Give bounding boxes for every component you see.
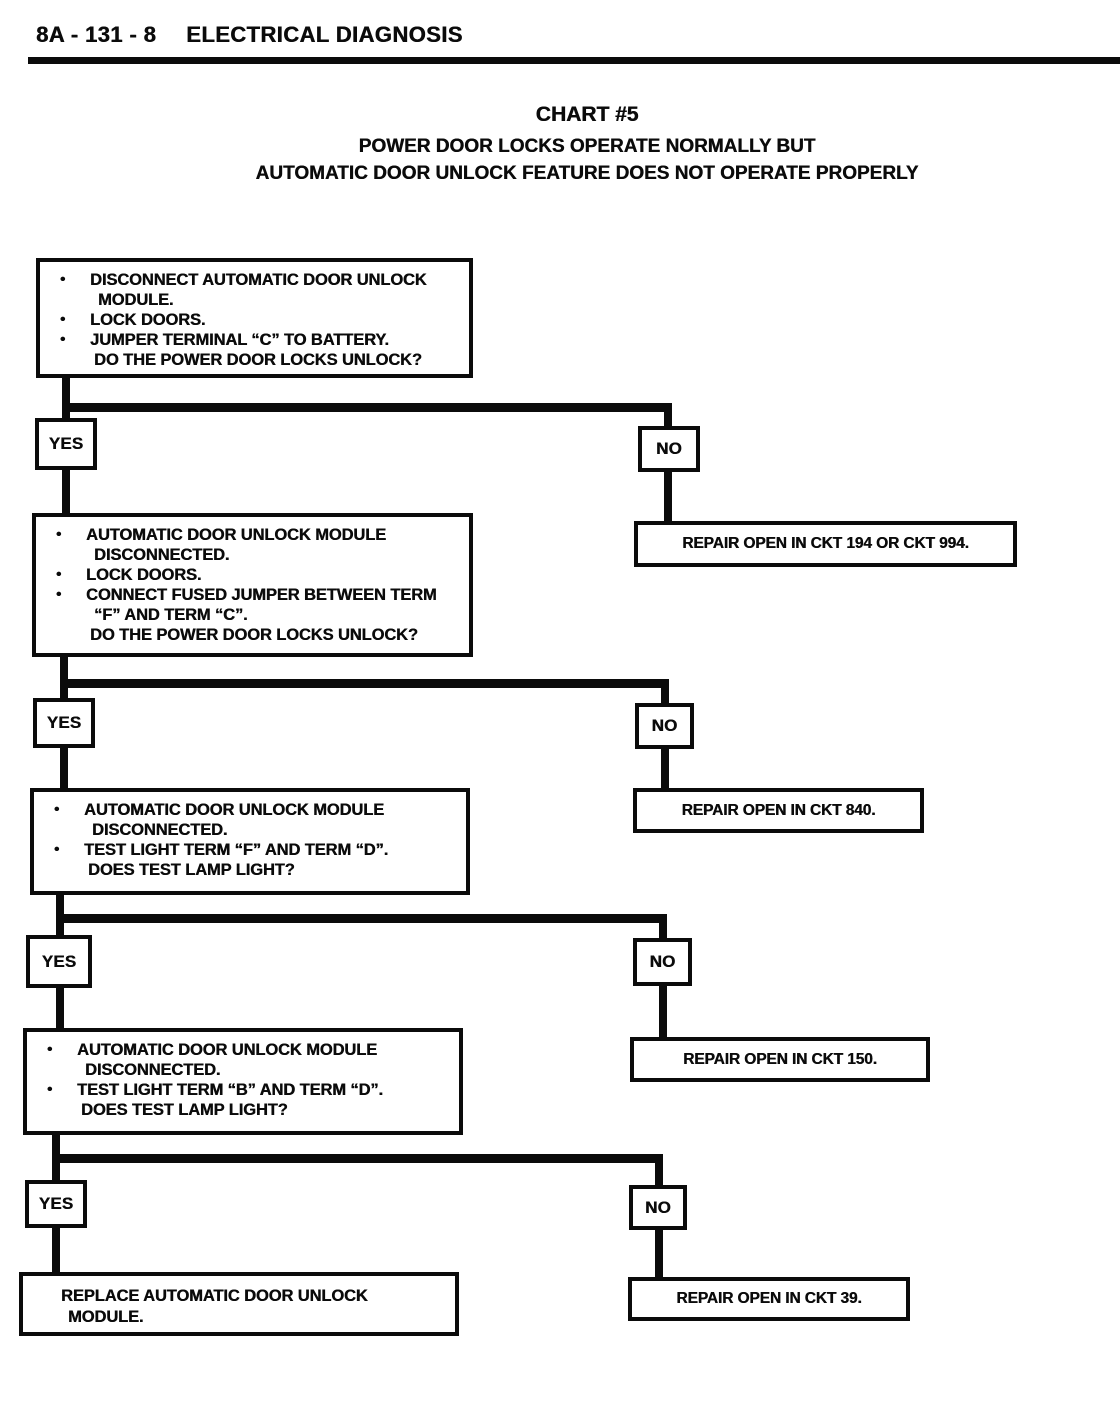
repair-text: REPAIR OPEN IN CKT 840. (681, 801, 876, 819)
step-box-2: • AUTOMATIC DOOR UNLOCK MODULE DISCONNEC… (32, 513, 473, 657)
bullet-text: LOCK DOORS. (90, 311, 206, 329)
bullet-text: TEST LIGHT TERM “F” AND TERM “D”. (84, 841, 389, 859)
no-badge-2: NO (635, 703, 694, 749)
bullet-item: • TEST LIGHT TERM “F” AND TERM “D”. (46, 840, 448, 860)
connector-line (62, 466, 70, 517)
chart-subtitle-line2: AUTOMATIC DOOR UNLOCK FEATURE DOES NOT O… (255, 163, 919, 184)
connector-line (655, 1226, 663, 1281)
chart-title: CHART #5 (535, 103, 639, 126)
no-badge-3: NO (633, 938, 692, 986)
page-header: 8A - 131 - 8 ELECTRICAL DIAGNOSIS (36, 22, 463, 48)
bullet-text: AUTOMATIC DOOR UNLOCK MODULE DISCONNECTE… (84, 801, 384, 839)
connector-line (664, 468, 672, 525)
bullet-item: • CONNECT FUSED JUMPER BETWEEN TERM “F” … (48, 585, 451, 625)
no-badge-4: NO (629, 1185, 687, 1230)
bullet-icon: • (54, 841, 60, 858)
no-badge-1: NO (638, 426, 700, 472)
header-rule (28, 57, 1120, 64)
chart-subtitle-line1: POWER DOOR LOCKS OPERATE NORMALLY BUT (358, 136, 816, 157)
bullet-text: AUTOMATIC DOOR UNLOCK MODULE DISCONNECTE… (77, 1041, 377, 1079)
page-number: 8A - 131 - 8 (36, 22, 157, 47)
bullet-text: CONNECT FUSED JUMPER BETWEEN TERM “F” AN… (86, 586, 437, 624)
bullet-item: • DISCONNECT AUTOMATIC DOOR UNLOCK MODUL… (52, 270, 451, 310)
connector-line (60, 679, 669, 688)
yes-badge-1: YES (35, 418, 97, 470)
repair-text: REPAIR OPEN IN CKT 150. (683, 1050, 877, 1068)
connector-line (60, 653, 68, 703)
bullet-item: • LOCK DOORS. (48, 565, 451, 585)
connector-line (52, 1154, 663, 1163)
final-action-text: REPLACE AUTOMATIC DOOR UNLOCK MODULE. (61, 1287, 368, 1326)
connector-line (52, 1224, 60, 1276)
bullet-icon: • (54, 801, 60, 818)
bullet-text: LOCK DOORS. (86, 566, 202, 584)
bullet-text: TEST LIGHT TERM “B” AND TERM “D”. (77, 1081, 383, 1099)
bullet-item: • AUTOMATIC DOOR UNLOCK MODULE DISCONNEC… (39, 1040, 441, 1080)
repair-box-2: REPAIR OPEN IN CKT 840. (633, 788, 924, 833)
final-action-box: REPLACE AUTOMATIC DOOR UNLOCK MODULE. (19, 1272, 459, 1336)
repair-box-3: REPAIR OPEN IN CKT 150. (630, 1037, 930, 1082)
repair-box-4: REPAIR OPEN IN CKT 39. (628, 1277, 910, 1321)
connector-line (60, 744, 68, 792)
bullet-icon: • (60, 331, 66, 348)
step-box-1: • DISCONNECT AUTOMATIC DOOR UNLOCK MODUL… (36, 258, 473, 378)
bullet-item: • AUTOMATIC DOOR UNLOCK MODULE DISCONNEC… (46, 800, 448, 840)
bullet-text: DISCONNECT AUTOMATIC DOOR UNLOCK MODULE. (90, 271, 427, 309)
bullet-icon: • (56, 566, 62, 583)
repair-box-1: REPAIR OPEN IN CKT 194 OR CKT 994. (634, 521, 1017, 567)
bullet-icon: • (60, 311, 66, 328)
bullet-item: • TEST LIGHT TERM “B” AND TERM “D”. (39, 1080, 441, 1100)
bullet-text: AUTOMATIC DOOR UNLOCK MODULE DISCONNECTE… (86, 526, 386, 564)
bullet-icon: • (47, 1081, 53, 1098)
yes-badge-2: YES (33, 698, 95, 748)
connector-line (655, 1154, 663, 1189)
connector-line (661, 679, 669, 707)
step-box-3: • AUTOMATIC DOOR UNLOCK MODULE DISCONNEC… (30, 788, 470, 895)
connector-line (659, 914, 667, 942)
bullet-item: • AUTOMATIC DOOR UNLOCK MODULE DISCONNEC… (48, 525, 451, 565)
step-question: DO THE POWER DOOR LOCKS UNLOCK? (90, 626, 418, 644)
connector-line (56, 914, 667, 923)
yes-badge-4: YES (25, 1180, 87, 1228)
step-question: DO THE POWER DOOR LOCKS UNLOCK? (94, 351, 422, 369)
bullet-text: JUMPER TERMINAL “C” TO BATTERY. (90, 331, 389, 349)
bullet-icon: • (47, 1041, 53, 1058)
connector-line (664, 403, 672, 430)
bullet-item: • LOCK DOORS. (52, 310, 451, 330)
yes-badge-3: YES (26, 935, 92, 988)
connector-line (56, 984, 64, 1032)
bullet-icon: • (60, 271, 66, 288)
step-question: DOES TEST LAMP LIGHT? (81, 1101, 288, 1119)
repair-text: REPAIR OPEN IN CKT 194 OR CKT 994. (682, 535, 969, 552)
connector-line (62, 374, 70, 422)
connector-line (659, 982, 667, 1041)
bullet-icon: • (56, 586, 62, 603)
bullet-icon: • (56, 526, 62, 543)
step-question: DOES TEST LAMP LIGHT? (88, 861, 295, 879)
bullet-item: • JUMPER TERMINAL “C” TO BATTERY. (52, 330, 451, 350)
step-box-4: • AUTOMATIC DOOR UNLOCK MODULE DISCONNEC… (23, 1028, 463, 1135)
connector-line (661, 745, 669, 792)
connector-line (62, 403, 672, 412)
section-title: ELECTRICAL DIAGNOSIS (186, 22, 463, 47)
repair-text: REPAIR OPEN IN CKT 39. (676, 1290, 862, 1307)
chart-title-block: CHART #5 POWER DOOR LOCKS OPERATE NORMAL… (54, 103, 1120, 187)
